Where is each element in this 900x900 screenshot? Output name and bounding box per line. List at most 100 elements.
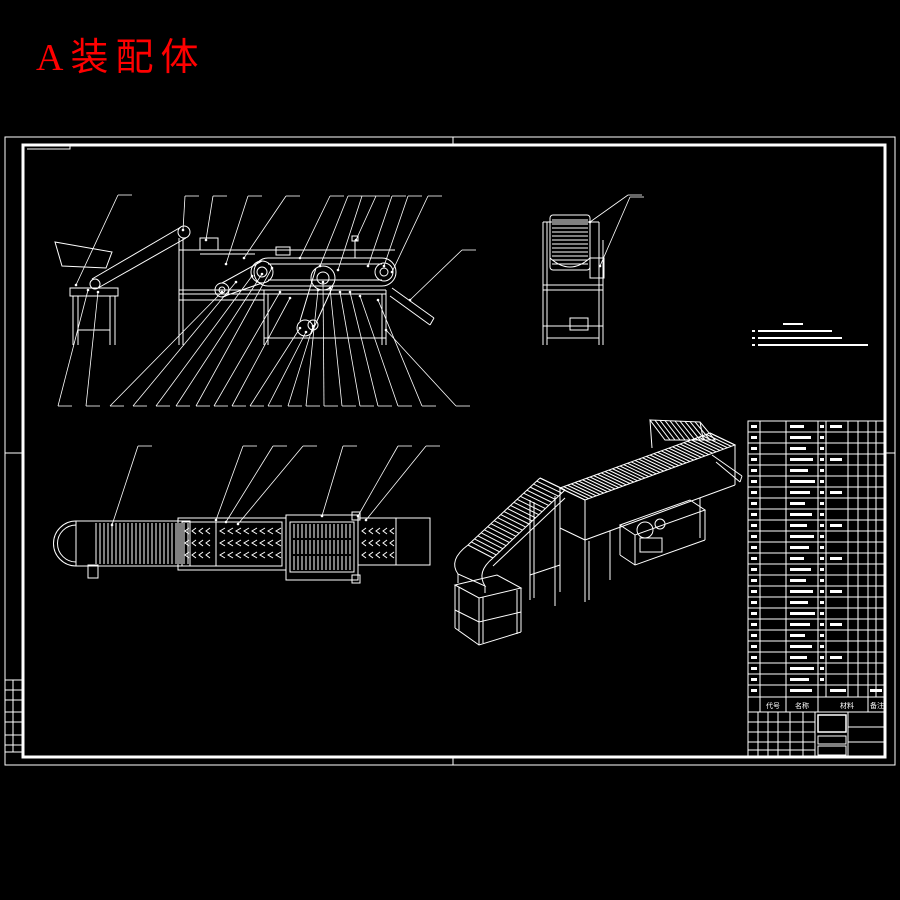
leader-line	[339, 291, 361, 407]
iso-conveyor-slat	[691, 439, 717, 453]
parts-list-entry	[751, 634, 757, 637]
plan-bearing	[351, 574, 361, 584]
feed-hopper	[54, 241, 113, 269]
iso-conveyor-slat	[702, 435, 728, 449]
tech-req-line	[752, 344, 755, 346]
leader-line	[213, 291, 281, 407]
feeder-bottom-pulley	[89, 278, 101, 290]
iso-incline-conveyor	[454, 477, 566, 593]
title-block-drawing-name	[817, 714, 847, 733]
iso-conveyor-slat	[653, 453, 679, 467]
side-belt	[549, 214, 591, 271]
parts-list-entry	[751, 491, 757, 494]
margin-block	[4, 679, 24, 753]
parts-list-entry	[751, 447, 757, 450]
parts-list-entry	[751, 546, 757, 549]
parts-list-entry	[790, 524, 807, 527]
leader-line	[321, 445, 344, 517]
parts-list-entry	[820, 579, 824, 582]
iso-conveyor-slat	[582, 479, 608, 493]
parts-list-entry	[790, 557, 804, 560]
iso-conveyor-slat	[608, 469, 634, 483]
leader-dot	[86, 288, 90, 292]
leader-dot	[321, 280, 325, 284]
leader-line	[357, 445, 399, 517]
chevron-mark	[251, 539, 258, 547]
leader-line	[349, 291, 379, 407]
parts-list-entry	[790, 645, 812, 648]
parts-list-entry	[790, 458, 813, 461]
leader-line	[111, 445, 139, 526]
parts-list-entry	[820, 667, 824, 670]
leader-dot	[224, 520, 228, 524]
iso-conveyor-slat	[601, 472, 627, 486]
chevron-mark	[251, 551, 258, 559]
iso-conveyor-slat	[589, 476, 616, 490]
iso-conveyor-slat	[642, 457, 668, 471]
plan-curved-end	[53, 520, 77, 567]
parts-list-entry	[820, 590, 824, 593]
parts-list-entry	[751, 513, 757, 516]
front-view	[54, 225, 435, 345]
parts-list-entry	[830, 458, 842, 461]
parts-list-entry	[830, 656, 842, 659]
leader-line	[391, 195, 429, 273]
chevron-mark	[243, 527, 250, 535]
plan-bearing	[351, 511, 361, 521]
inner-border	[21, 143, 887, 759]
leader-dot	[320, 514, 324, 518]
leader-line	[305, 289, 319, 407]
parts-list-entry	[751, 590, 757, 593]
iso-hopper-stripe	[694, 421, 711, 441]
leader-dot	[366, 264, 370, 268]
iso-conveyor-slat	[619, 465, 646, 479]
iso-conveyor-slat	[604, 471, 631, 484]
parts-list-entry	[820, 502, 824, 505]
plan-motor	[87, 564, 99, 579]
iso-conveyor-slat	[597, 473, 623, 487]
iso-belt-stripe	[480, 532, 507, 547]
iso-belt-stripe	[513, 501, 540, 516]
chevron-mark	[243, 539, 250, 547]
parts-list-entry	[830, 689, 846, 692]
iso-conveyor-slat	[571, 483, 597, 497]
leader-dot	[298, 326, 302, 330]
iso-motor-pulley	[654, 518, 666, 530]
parts-list-entry	[820, 568, 824, 571]
leader-dot	[298, 256, 302, 260]
iso-conveyor-slat	[646, 455, 672, 469]
iso-conveyor-slat	[627, 462, 653, 476]
chevron-mark	[375, 539, 381, 547]
leader-line	[132, 281, 237, 407]
parts-list-entry	[751, 557, 757, 560]
drawing-title: A装配体	[36, 37, 206, 79]
chevron-mark	[259, 527, 266, 535]
leader-dot	[74, 283, 78, 287]
incline-feeder-belt	[97, 237, 187, 289]
parts-list-entry	[790, 678, 809, 681]
iso-conveyor-slat	[586, 477, 612, 491]
parts-list-entry	[790, 667, 814, 670]
iso-belt-stripe	[500, 514, 526, 528]
parts-list-entry	[751, 689, 757, 692]
iso-conveyor-slat	[578, 480, 604, 494]
parts-list-entry	[751, 667, 757, 670]
chevron-mark	[251, 527, 258, 535]
parts-list-entry	[751, 535, 757, 538]
leader-line	[322, 281, 325, 407]
chevron-mark	[198, 551, 204, 559]
iso-belt-stripe	[529, 486, 556, 500]
iso-belt-stripe	[487, 526, 513, 540]
iso-conveyor-slat	[638, 458, 664, 472]
tech-req-heading	[783, 323, 803, 325]
leader-dot	[278, 290, 282, 294]
iso-conveyor-slat	[631, 461, 657, 475]
leader-line	[109, 291, 223, 407]
iso-conveyor-slat	[574, 482, 601, 495]
parts-list-entry	[820, 623, 824, 626]
leader-line	[175, 273, 263, 407]
leader-line	[57, 289, 89, 407]
chevron-mark	[184, 539, 190, 547]
plan-feeder-belt	[75, 520, 191, 567]
